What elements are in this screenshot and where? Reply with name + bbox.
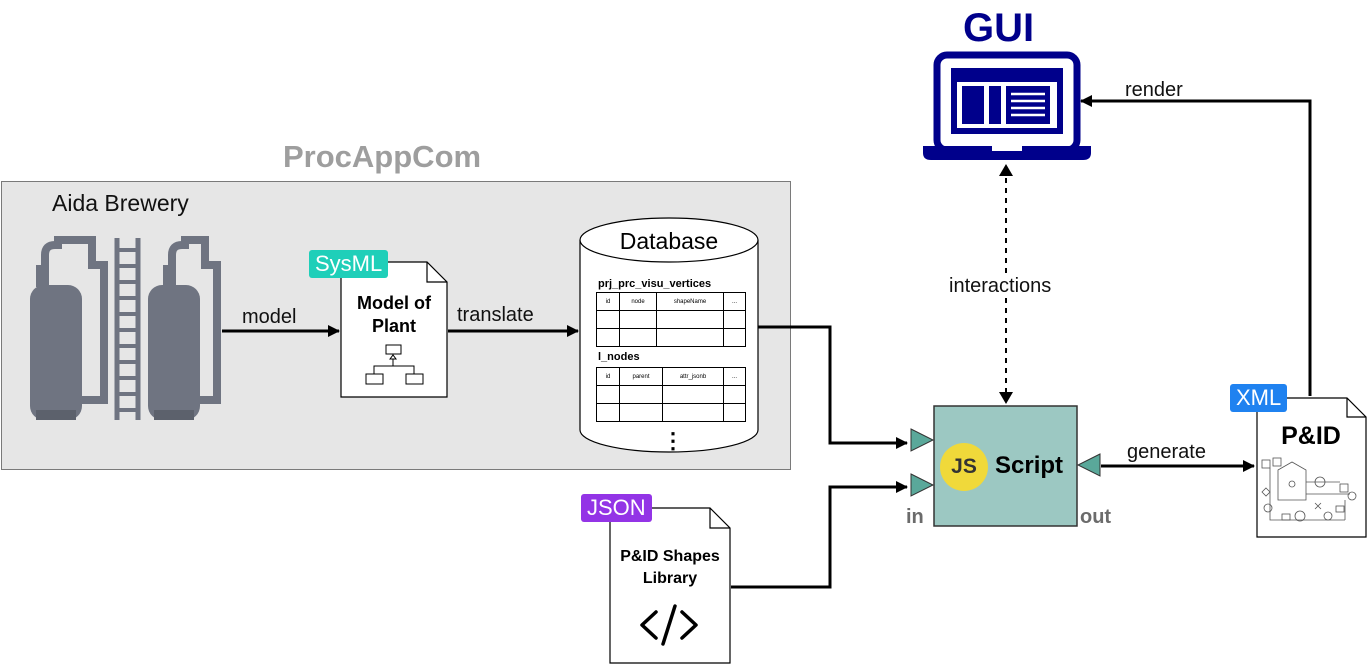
edge-interactions-head-bottom [999, 392, 1013, 404]
db-col-header: node [619, 292, 657, 311]
db-col-header: id [596, 292, 620, 311]
script-label: Script [995, 452, 1064, 479]
json-badge: JSON [581, 494, 652, 522]
db-table-2: id parent attr_jsonb ... [596, 367, 746, 422]
edge-json-to-script [731, 481, 908, 589]
db-table-name-2: l_nodes [598, 351, 640, 363]
json-doc-title: P&ID Shapes Library [620, 548, 720, 587]
edge-label-render: render [1125, 79, 1183, 101]
db-col-header: parent [619, 367, 663, 386]
js-logo-icon [940, 443, 988, 491]
in-label: in [906, 506, 924, 528]
gui-title: GUI [963, 6, 1035, 50]
db-table-1: id node shapeName ... [596, 292, 746, 347]
db-col-header: id [596, 367, 620, 386]
xml-doc-title: P&ID [1281, 422, 1341, 450]
db-more-indicator: ⋮ [662, 428, 684, 453]
edge-label-model: model [242, 306, 297, 328]
edge-render [1080, 95, 1312, 396]
edge-label-interactions: interactions [949, 275, 1052, 298]
edge-label-generate: generate [1127, 441, 1206, 463]
edge-db-to-script [758, 325, 908, 449]
edge-interactions-head-top [999, 164, 1013, 176]
xml-document [1256, 397, 1367, 538]
sysml-badge: SysML [309, 250, 389, 278]
laptop-icon [923, 51, 1091, 160]
block-diagram-icon [365, 344, 424, 385]
in-port-top[interactable] [910, 428, 935, 452]
plant-label: Aida Brewery [52, 190, 189, 216]
db-col-header: ... [723, 367, 746, 386]
procappcom-title: ProcAppCom [283, 139, 482, 174]
pid-thumbnail-icon [1261, 457, 1357, 522]
edge-label-translate: translate [457, 304, 534, 326]
sysml-document [340, 261, 448, 398]
code-icon [640, 604, 698, 646]
js-badge-text: JS [951, 455, 977, 478]
in-port-bottom[interactable] [910, 473, 935, 497]
sysml-doc-title: Model of Plant [357, 293, 431, 336]
db-col-header: ... [723, 292, 746, 311]
xml-badge: XML [1230, 384, 1288, 412]
db-col-header: attr_jsonb [662, 367, 724, 386]
out-port[interactable] [1076, 453, 1101, 477]
db-table-name-1: prj_prc_visu_vertices [598, 278, 712, 290]
json-document [609, 507, 731, 664]
out-label: out [1080, 506, 1112, 528]
database-title: Database [619, 228, 719, 254]
brewery-icon [30, 236, 221, 420]
db-col-header: shapeName [656, 292, 724, 311]
